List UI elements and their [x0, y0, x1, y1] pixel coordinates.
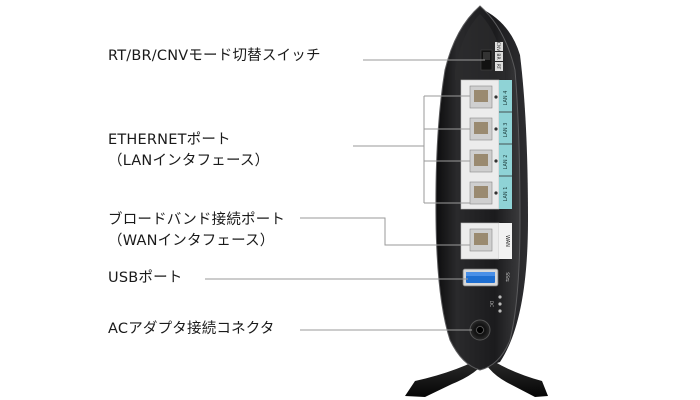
label-broadband-line1: ブロードバンド接続ポート [108, 212, 286, 228]
switch-label-br: BR [495, 53, 501, 59]
switch-label-cnv: CNV [495, 42, 501, 53]
label-ethernet-line2: （LANインタフェース） [108, 153, 270, 169]
svg-text:DC: DC [488, 301, 494, 308]
lan-tag: LAN 2 [503, 155, 509, 170]
lan-tag: LAN 1 [503, 187, 509, 202]
label-ac-connector: ACアダプタ接続コネクタ [108, 321, 275, 337]
usb-port[interactable]: SS⇆ [462, 268, 510, 287]
lan-led-icon [494, 191, 498, 195]
switch-label-rt: RT [495, 64, 501, 70]
lan-port[interactable]: LAN 1 [469, 181, 509, 205]
wan-port[interactable]: WAN [460, 222, 512, 260]
lan-tag: LAN 4 [503, 91, 509, 106]
lan-port[interactable]: LAN 4 [469, 85, 509, 109]
lan-led-icon [494, 127, 498, 131]
lan-port[interactable]: LAN 2 [469, 149, 509, 173]
ac-connector[interactable] [469, 319, 491, 341]
wan-tag: WAN [504, 235, 510, 247]
leader-lines [205, 59, 485, 331]
usb-symbol: SS⇆ [504, 272, 510, 282]
label-ethernet-line1: ETHERNETポート [108, 132, 231, 148]
leader-broadband [300, 217, 470, 246]
mode-switch[interactable]: CNV BR RT [480, 42, 503, 71]
label-mode-switch: RT/BR/CNVモード切替スイッチ [108, 48, 321, 64]
label-usb: USBポート [108, 270, 183, 286]
dc-symbol: DC [488, 295, 502, 313]
label-broadband-line2: （WANインタフェース） [108, 233, 275, 249]
lan-tag: LAN 3 [503, 123, 509, 138]
lan-led-icon [494, 159, 498, 163]
lan-led-icon [494, 95, 498, 99]
lan-port[interactable]: LAN 3 [469, 117, 509, 141]
